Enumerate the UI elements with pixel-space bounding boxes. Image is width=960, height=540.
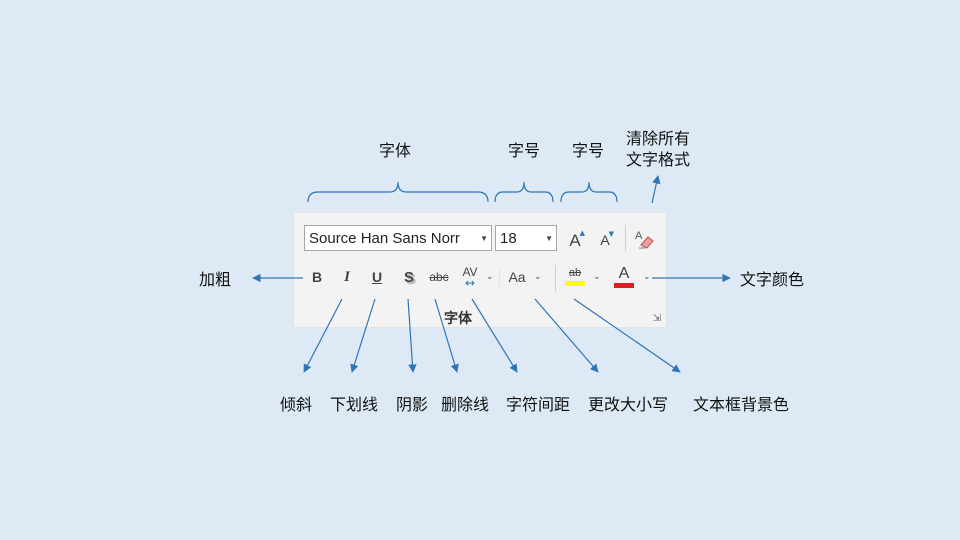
svg-text:A: A (635, 230, 643, 242)
dialog-launcher-icon[interactable]: ⇲ (652, 313, 661, 324)
shrink-font-button[interactable]: A ▼ (592, 227, 618, 253)
chevron-down-icon[interactable]: ⌄ (486, 272, 494, 282)
double-arrow-icon: ↔ (464, 276, 476, 290)
caret-down-icon: ▼ (608, 230, 614, 238)
label-font: 字体 (378, 141, 412, 160)
underline-button[interactable]: U (366, 265, 388, 289)
font-ribbon-group: Source Han Sans Norr ▼ 18 ▼ A ▲ A ▼ A B … (293, 212, 667, 328)
brace-size-1 (494, 181, 554, 203)
font-color-bar (614, 283, 634, 288)
change-case-button[interactable]: Aa (504, 265, 530, 289)
font-size-combo[interactable]: 18 ▼ (495, 225, 557, 251)
italic-button[interactable]: I (336, 265, 358, 289)
chevron-down-icon[interactable]: ▼ (545, 234, 553, 243)
bold-button[interactable]: B (306, 265, 328, 289)
highlight-color-bar (565, 281, 585, 286)
separator (499, 267, 500, 287)
font-size-value: 18 (500, 230, 517, 247)
label-char-spacing: 字符间距 (505, 395, 571, 414)
chevron-down-icon[interactable]: ⌄ (593, 272, 601, 282)
underline-icon: U (371, 269, 383, 285)
highlight-color-button[interactable]: ab (561, 263, 589, 291)
arrow-clear-format (651, 175, 661, 204)
shadow-button[interactable]: S (398, 265, 420, 289)
strikethrough-button[interactable]: abc (426, 265, 452, 289)
grow-font-button[interactable]: A ▲ (562, 227, 588, 253)
shadow-icon: S (403, 268, 414, 286)
brace-font (307, 181, 489, 203)
strikethrough-icon: abc (429, 270, 449, 284)
separator (555, 265, 556, 291)
italic-icon: I (344, 268, 350, 285)
shrink-font-icon: A (600, 232, 610, 248)
label-clear-format: 清除所有 文字格式 (626, 129, 691, 169)
font-name-combo[interactable]: Source Han Sans Norr ▼ (304, 225, 492, 251)
change-case-icon: Aa (508, 269, 526, 285)
label-font-color: 文字颜色 (740, 270, 805, 289)
chevron-down-icon[interactable]: ▼ (480, 234, 488, 243)
clear-formatting-button[interactable]: A (631, 225, 659, 253)
group-title: 字体 (444, 311, 472, 327)
bold-icon: B (311, 269, 323, 285)
label-bold: 加粗 (199, 270, 232, 289)
eraser-icon: A (635, 230, 654, 249)
label-underline: 下划线 (329, 395, 379, 414)
label-shadow: 阴影 (395, 395, 429, 414)
chevron-down-icon[interactable]: ⌄ (534, 272, 542, 282)
label-size-1: 字号 (507, 141, 541, 160)
label-strikethrough: 删除线 (440, 395, 490, 414)
label-italic: 倾斜 (279, 395, 313, 414)
label-highlight: 文本框背景色 (692, 395, 790, 414)
font-color-button[interactable]: A (610, 263, 638, 291)
caret-up-icon: ▲ (579, 229, 585, 237)
grow-font-icon: A (569, 230, 581, 250)
character-spacing-button[interactable]: AV ↔ (457, 263, 483, 291)
chevron-down-icon[interactable]: ⌄ (643, 272, 651, 282)
brace-size-2 (560, 181, 618, 203)
font-name-value: Source Han Sans Norr (309, 230, 460, 247)
font-color-icon: A (618, 265, 630, 282)
label-size-2: 字号 (571, 141, 605, 160)
character-spacing-icon: AV (462, 265, 478, 279)
highlight-icon: ab (568, 267, 582, 279)
label-change-case: 更改大小写 (587, 395, 669, 414)
separator (625, 225, 626, 251)
